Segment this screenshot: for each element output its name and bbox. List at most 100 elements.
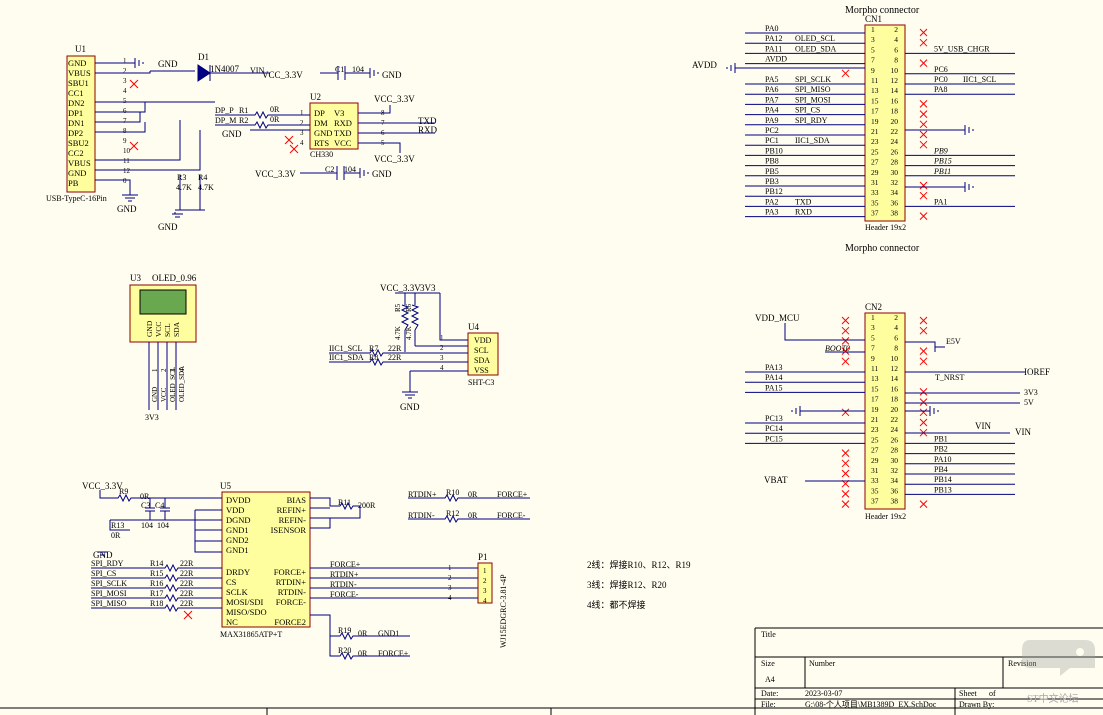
u4-pin-name: SCL [474, 346, 489, 355]
u5-force-plus-2: FORCE+ [378, 649, 409, 658]
cn1-right-num: 6 [894, 45, 898, 54]
cn2-right-num: 14 [891, 374, 899, 383]
cn1-right-label: PA1 [934, 197, 948, 206]
cn1-left-label: PA7 [765, 95, 779, 104]
cn2-left-noconnect [841, 347, 850, 355]
u1-pin-name: PB [68, 178, 79, 188]
date-value: 2023-03-07 [805, 689, 842, 698]
p1-body [477, 562, 493, 604]
date-label: Date: [761, 689, 778, 698]
u1-name: USB-TypeC-16Pin [46, 194, 107, 203]
u2-right-pin: RXD [334, 118, 352, 128]
u1-pin-number: 11 [123, 157, 130, 165]
cn1-left-num: 1 [871, 25, 875, 34]
cn2-right-noconnect [919, 418, 928, 427]
u5-c3: C3 [141, 501, 150, 510]
size-value: A4 [765, 675, 775, 684]
cn1-left-num: 7 [871, 56, 875, 65]
u5-right-pin: FORCE- [276, 597, 306, 607]
p1-pin-num-left: 3 [448, 584, 452, 592]
u3-pin-net: GND [151, 387, 159, 402]
cn1-left-label: PC1 [765, 136, 779, 145]
cn2-left-num: 7 [871, 344, 875, 353]
u1-gnd-bottom2: GND [158, 222, 178, 232]
c2-value: 104 [344, 165, 356, 174]
d1-ref: D1 [198, 52, 209, 62]
cn1-left-label: PA2 [765, 197, 779, 206]
u5-spi-resistor: R18 [150, 599, 163, 608]
u5-rtdin-minus-label: RTDIN- [408, 511, 435, 520]
u4-pin-num: 2 [440, 344, 444, 352]
u4-r5: R5 [394, 303, 402, 312]
cn1-right-noconnect [919, 59, 928, 67]
p1-ref: P1 [478, 552, 488, 562]
cn2-right-noconnect [919, 316, 928, 325]
cn1-right-num: 24 [891, 137, 899, 146]
u2-rxd: RXD [418, 125, 438, 135]
u5-left-pin: VDD [226, 505, 244, 515]
u1-noconnects [129, 79, 139, 151]
u2-ref: U2 [310, 92, 321, 102]
cn1-right-num: 32 [891, 178, 899, 187]
cn1-right-noconnect [919, 181, 928, 190]
cn1-right-noconnect [919, 38, 928, 47]
u5-c4v: 104 [157, 521, 169, 530]
cn1-right-label: PB15 [933, 157, 952, 166]
u2-right-pin: VCC [334, 138, 352, 148]
u1-pin-number: 12 [123, 167, 131, 175]
cn1-left-num: 19 [871, 117, 879, 126]
cn1-left-net: OLED_SDA [795, 44, 837, 53]
cn2-right-noconnect [919, 388, 928, 396]
cn1-right-num: 2 [894, 25, 898, 34]
u5-r19v: 0R [358, 629, 368, 638]
cn1-left-label: PB3 [765, 177, 779, 186]
cn1-right-label: 5V_USB_CHGR [934, 44, 990, 53]
u3-pin-name: GND [145, 320, 154, 337]
cn1-left-num: 13 [871, 86, 879, 95]
u5-right-pin: ISENSOR [271, 525, 307, 535]
cn1-left-label: PA0 [765, 24, 779, 33]
u2-left-pin: DP [314, 108, 325, 118]
cn1-left-label: PA5 [765, 75, 779, 84]
d1-symbol [197, 64, 211, 82]
p1-pin-num: 4 [483, 597, 487, 605]
u5-force-net: FORCE- [330, 590, 359, 599]
cn1-left-label: PA4 [765, 106, 779, 115]
u5-spi-wire [91, 563, 222, 573]
u1-pin-number: 10 [123, 147, 131, 155]
u5-spi-resistor-value: 22R [180, 559, 194, 568]
u4-wires [329, 292, 468, 399]
u5-spi-resistor-value: 22R [180, 599, 194, 608]
cn1-right-num: 34 [891, 188, 899, 197]
u5-r20: R20 [338, 646, 351, 655]
u5-spi-wire [91, 583, 222, 593]
u5-r11v: 200R [358, 501, 376, 510]
cn2-left-num: 3 [871, 323, 875, 332]
u3-screen [139, 289, 187, 315]
cn2-right-label: PB2 [934, 445, 948, 454]
revision-label: Revision [1008, 659, 1036, 668]
u5-spi-resistor: R16 [150, 579, 163, 588]
u4-pin-num: 1 [440, 334, 444, 342]
u5-spi-resistor-value: 22R [180, 589, 194, 598]
cn1-right-label: PB9 [933, 146, 948, 155]
cn1-right-noconnect [919, 28, 928, 37]
u5-r12: R12 [446, 509, 459, 518]
cn1-right-num: 8 [894, 56, 898, 65]
cn2-left-num: 19 [871, 405, 879, 414]
cn2-left-noconnect [841, 500, 850, 508]
cn2-right-num: 18 [891, 395, 899, 404]
cn1-right-label: PB11 [933, 167, 951, 176]
u5-force-net: FORCE+ [330, 560, 361, 569]
u5-right-pin: FORCE+ [274, 567, 306, 577]
sheet-label: Sheet [959, 689, 978, 698]
cn2-left-num: 29 [871, 456, 879, 465]
u2-r1: R1 [239, 106, 248, 115]
cn1-avdd-net: AVDD [692, 60, 717, 70]
u3-pin-net: OLED_SDA [178, 366, 186, 402]
u5-spi-resistor-value: 22R [180, 579, 194, 588]
cn2-left-label: PC15 [765, 434, 783, 443]
cn1-right-num: 36 [891, 198, 899, 207]
